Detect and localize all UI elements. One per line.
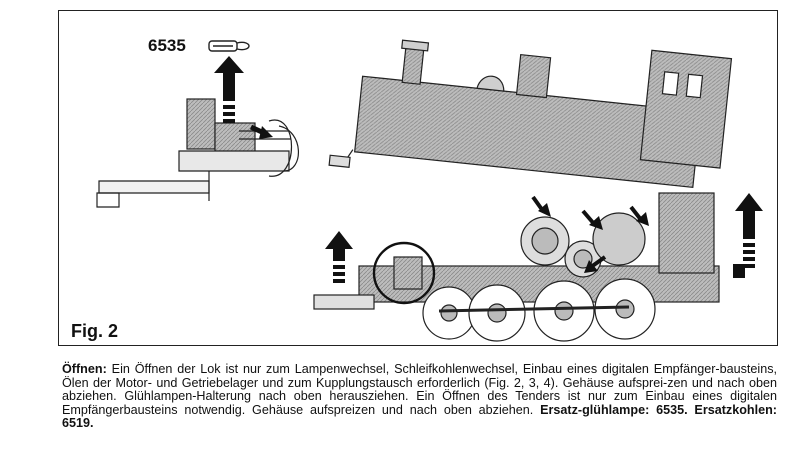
arrow-up-icon	[214, 56, 244, 123]
locomotive-body	[328, 39, 733, 189]
lamp-holder-detail	[96, 98, 299, 208]
arrow-up-icon	[733, 193, 763, 278]
part-number: 6535	[148, 36, 186, 55]
bulb-icon	[208, 40, 250, 52]
locomotive-chassis	[313, 192, 720, 342]
spare-bulb-note: Ersatz-glühlampe: 6535.	[540, 402, 688, 417]
arrow-icon	[249, 124, 273, 139]
arrow-up-icon	[325, 231, 353, 283]
caption-body: Ein Öffnen der Lok ist nur zum Lampenwec…	[62, 362, 777, 417]
locomotive-illustration	[96, 39, 763, 342]
arrow-icon	[531, 195, 649, 273]
figure-label: Fig. 2	[71, 321, 119, 341]
spare-carbons-note: Ersatzkohlen: 6519.	[62, 402, 777, 431]
figure-frame: Fig. 2 6535	[58, 10, 778, 346]
caption-heading: Öffnen:	[62, 362, 107, 376]
caption-text: Öffnen: Ein Öffnen der Lok ist nur zum L…	[62, 362, 777, 431]
